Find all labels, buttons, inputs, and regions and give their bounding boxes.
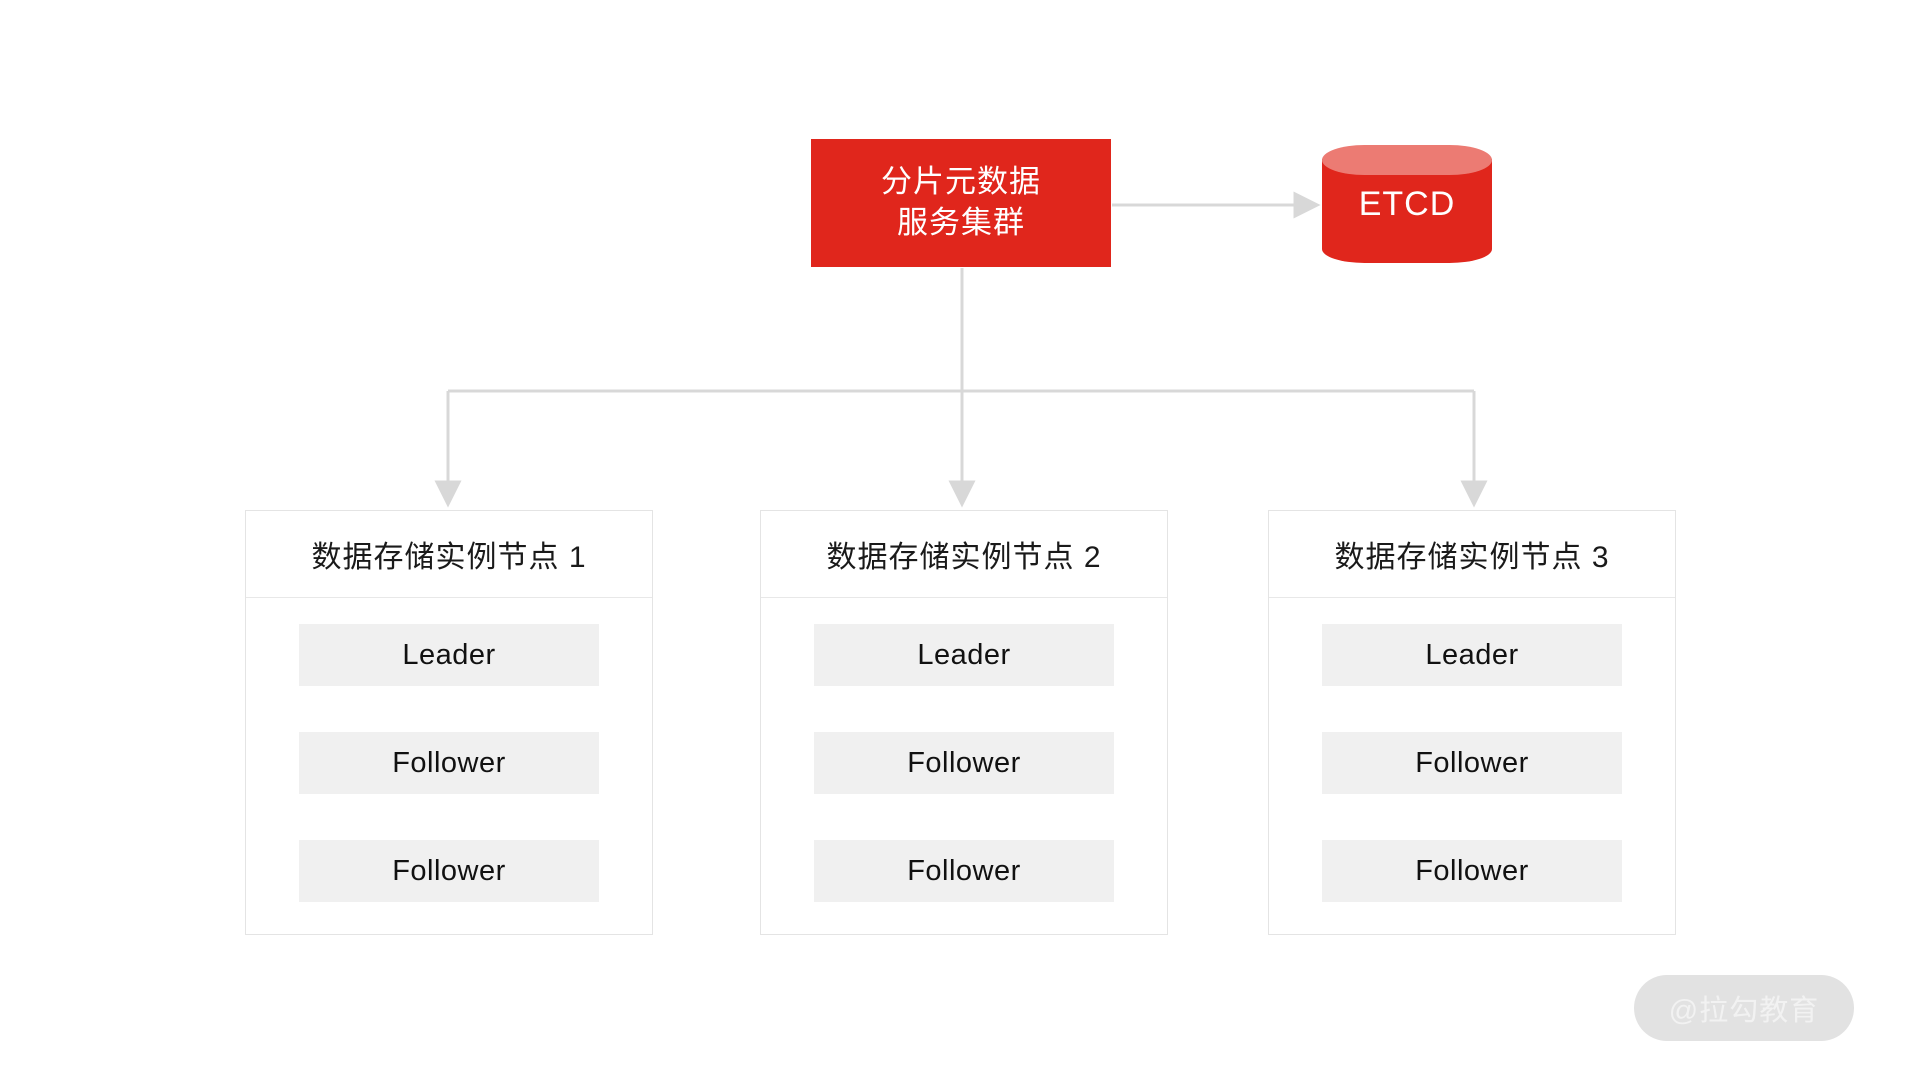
- role-chip-follower[interactable]: Follower: [299, 840, 599, 902]
- storage-node-roles-2: Leader Follower Follower: [761, 598, 1167, 934]
- storage-node-roles-1: Leader Follower Follower: [246, 598, 652, 934]
- storage-node-roles-3: Leader Follower Follower: [1269, 598, 1675, 934]
- storage-node-title-1: 数据存储实例节点 1: [246, 511, 652, 598]
- role-chip-follower[interactable]: Follower: [1322, 840, 1622, 902]
- role-chip-leader[interactable]: Leader: [814, 624, 1114, 686]
- watermark-badge: @拉勾教育: [1634, 975, 1854, 1041]
- storage-node-title-3: 数据存储实例节点 3: [1269, 511, 1675, 598]
- role-chip-leader[interactable]: Leader: [299, 624, 599, 686]
- role-chip-follower[interactable]: Follower: [299, 732, 599, 794]
- meta-data-service-cluster-box[interactable]: 分片元数据 服务集群: [811, 139, 1111, 267]
- etcd-label: ETCD: [1358, 184, 1456, 223]
- meta-service-label-line2: 服务集群: [897, 205, 1025, 240]
- meta-service-label-line1: 分片元数据: [881, 164, 1041, 200]
- role-chip-follower[interactable]: Follower: [1322, 732, 1622, 794]
- storage-node-box-3[interactable]: 数据存储实例节点 3 Leader Follower Follower: [1268, 510, 1676, 935]
- storage-node-box-1[interactable]: 数据存储实例节点 1 Leader Follower Follower: [245, 510, 653, 935]
- storage-node-title-2: 数据存储实例节点 2: [761, 511, 1167, 598]
- watermark-text: @拉勾教育: [1668, 995, 1820, 1027]
- role-chip-follower[interactable]: Follower: [814, 732, 1114, 794]
- role-chip-leader[interactable]: Leader: [1322, 624, 1622, 686]
- etcd-database-cylinder[interactable]: ETCD: [1322, 145, 1492, 263]
- cylinder-top-ellipse: [1322, 145, 1492, 175]
- role-chip-follower[interactable]: Follower: [814, 840, 1114, 902]
- storage-node-box-2[interactable]: 数据存储实例节点 2 Leader Follower Follower: [760, 510, 1168, 935]
